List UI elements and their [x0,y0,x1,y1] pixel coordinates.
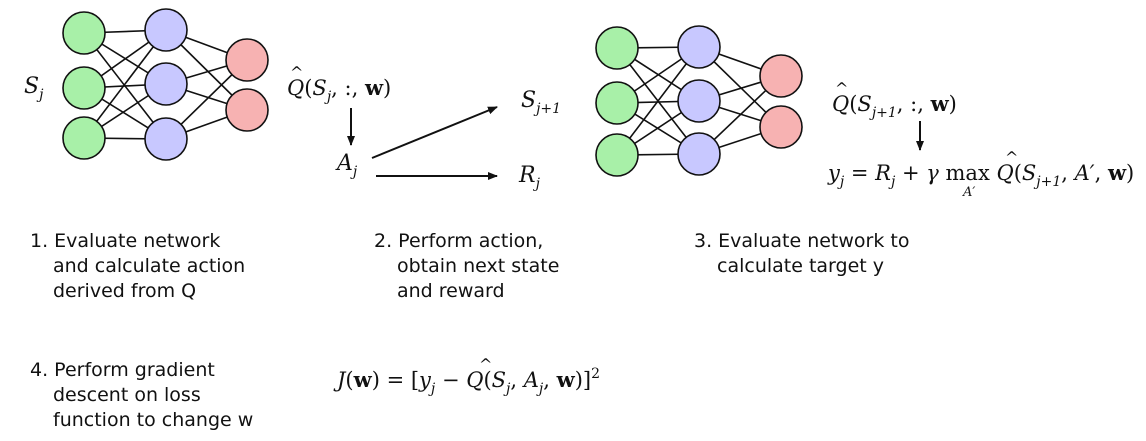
q-hat-sj1-label: Q(Sj+1, :, w) [832,91,957,121]
neural-network-2 [595,25,803,177]
action-aj-label: Aj [335,151,358,180]
reward-label: Rj [518,163,541,192]
net2-hidden-node [677,25,721,69]
target-formula: yj = Rj + γ max Q(Sj+1, A′, w) [827,160,1134,190]
step-2-line-3: and reward [397,280,505,302]
step-1-line-1: 1. Evaluate network [30,230,221,252]
net1-hidden-node [144,8,188,52]
state-sj-label: Sj [24,74,44,103]
step-1-line-2: and calculate action [53,255,246,277]
step-2-line-2: obtain next state [397,255,560,277]
step-2-line-1: 2. Perform action, [374,230,544,252]
q-hat-sj-label: Q(Sj, :, w) [287,75,391,105]
step-2-caption: 2. Perform action, obtain next state and… [374,229,559,304]
net2-output-node [759,54,803,98]
net2-hidden-node [677,79,721,123]
next-state-label: Sj+1 [521,88,561,117]
net1-input-node [62,66,106,110]
net2-output-node [759,105,803,149]
step-3-line-2: calculate target y [717,255,885,277]
arrow-action-to-next-state [371,106,498,159]
net2-hidden-node [677,132,721,176]
neural-network-1 [62,8,269,161]
net1-input-node [62,11,106,55]
net1-input-node [62,116,106,160]
loss-formula-hat: ^ [479,355,492,374]
net2-edge [616,46,700,156]
net1-edge [83,29,167,139]
net2-input-node [595,133,639,177]
loss-formula: J(w) = [yj − Q(Sj, Aj, w)]2 [333,366,600,397]
target-formula-max-sub: A′ [962,185,975,200]
net2-input-node [595,26,639,70]
net1-hidden-node [144,117,188,161]
net1-output-node [225,38,269,82]
step-1-caption: 1. Evaluate network and calculate action… [30,229,245,304]
step-4-line-1: 4. Perform gradient [30,359,215,381]
step-3-line-1: 3. Evaluate network to [694,230,910,252]
net2-input-node [595,81,639,125]
step-1-line-3: derived from Q [53,280,197,302]
step-4-line-3: function to change w [53,409,254,431]
step-4-caption: 4. Perform gradient descent on loss func… [30,358,253,433]
step-4-line-2: descent on loss [53,384,201,406]
net1-output-node [225,88,269,132]
q-hat-sj-hat: ^ [290,63,303,82]
net1-hidden-node [144,62,188,106]
q-hat-sj1-hat: ^ [835,79,848,98]
target-formula-hat: ^ [1005,148,1018,167]
step-3-caption: 3. Evaluate network to calculate target … [694,229,909,279]
